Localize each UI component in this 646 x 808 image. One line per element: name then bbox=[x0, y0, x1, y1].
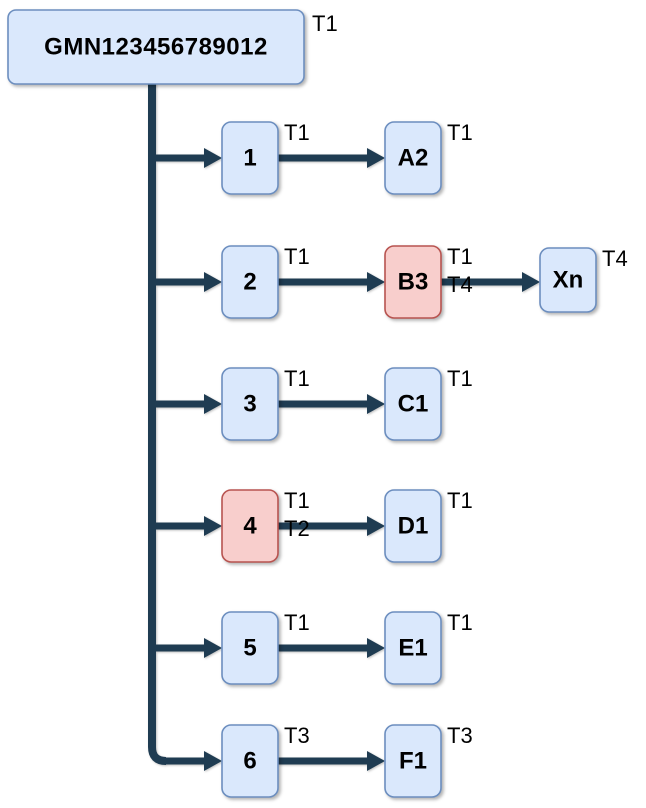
node-A2: A2 bbox=[384, 121, 442, 195]
link-head-4-D1 bbox=[367, 516, 385, 536]
tag-3-T1: T1 bbox=[284, 366, 310, 391]
branch-head-3 bbox=[204, 394, 222, 414]
tag-4-T2: T2 bbox=[284, 516, 310, 541]
node-E1-text: E1 bbox=[398, 635, 427, 662]
node-2-text: 2 bbox=[243, 269, 256, 296]
node-2-shape bbox=[221, 245, 279, 319]
link-head-2-B3 bbox=[367, 272, 385, 292]
tag-2-T1: T1 bbox=[284, 244, 310, 269]
node-1-shape bbox=[221, 121, 279, 195]
node-C1-text: C1 bbox=[398, 391, 429, 418]
tag-C1-T1: T1 bbox=[447, 366, 473, 391]
node-E1: E1 bbox=[384, 611, 442, 685]
node-4-shape bbox=[221, 489, 279, 563]
tag-6-T3: T3 bbox=[284, 723, 310, 748]
link-head-6-F1 bbox=[367, 751, 385, 771]
link-head-1-A2 bbox=[367, 148, 385, 168]
node-2: 2 bbox=[221, 245, 279, 319]
tag-F1-T3: T3 bbox=[447, 723, 473, 748]
node-F1-shape bbox=[384, 724, 442, 798]
node-root: GMN123456789012 bbox=[7, 9, 305, 85]
node-Xn-shape bbox=[539, 247, 597, 313]
node-Xn-text: Xn bbox=[553, 267, 584, 294]
node-3: 3 bbox=[221, 367, 279, 441]
node-5-text: 5 bbox=[243, 635, 256, 662]
tag-root-T1: T1 bbox=[312, 11, 338, 36]
link-head-5-E1 bbox=[367, 638, 385, 658]
node-F1-text: F1 bbox=[399, 748, 427, 775]
node-A2-shape bbox=[384, 121, 442, 195]
node-5: 5 bbox=[221, 611, 279, 685]
connectors bbox=[148, 82, 540, 771]
node-root-shape bbox=[7, 9, 305, 85]
tag-B3-T4: T4 bbox=[447, 272, 473, 297]
node-F1: F1 bbox=[384, 724, 442, 798]
node-3-shape bbox=[221, 367, 279, 441]
node-6: 6 bbox=[221, 724, 279, 798]
link-head-3-C1 bbox=[367, 394, 385, 414]
node-3-text: 3 bbox=[243, 391, 256, 418]
tag-B3-T1: T1 bbox=[447, 244, 473, 269]
tag-A2-T1: T1 bbox=[447, 120, 473, 145]
tag-D1-T1: T1 bbox=[447, 488, 473, 513]
tag-Xn-T4: T4 bbox=[602, 246, 628, 271]
node-D1-shape bbox=[384, 489, 442, 563]
node-1-text: 1 bbox=[243, 145, 256, 172]
node-D1: D1 bbox=[384, 489, 442, 563]
node-C1-shape bbox=[384, 367, 442, 441]
tag-E1-T1: T1 bbox=[447, 610, 473, 635]
node-B3-shape bbox=[384, 245, 442, 319]
node-D1-text: D1 bbox=[398, 513, 429, 540]
link-head-B3-Xn bbox=[522, 272, 540, 292]
node-B3: B3 bbox=[384, 245, 442, 319]
node-A2-text: A2 bbox=[398, 145, 429, 172]
node-1: 1 bbox=[221, 121, 279, 195]
node-6-text: 6 bbox=[243, 748, 256, 775]
node-5-shape bbox=[221, 611, 279, 685]
node-4: 4 bbox=[221, 489, 279, 563]
node-B3-text: B3 bbox=[398, 269, 429, 296]
tag-5-T1: T1 bbox=[284, 610, 310, 635]
node-E1-shape bbox=[384, 611, 442, 685]
branch-head-2 bbox=[204, 272, 222, 292]
node-C1: C1 bbox=[384, 367, 442, 441]
node-Xn: Xn bbox=[539, 247, 597, 313]
node-4-text: 4 bbox=[243, 513, 257, 540]
branch-head-6 bbox=[204, 751, 222, 771]
node-6-shape bbox=[221, 724, 279, 798]
tag-4-T1: T1 bbox=[284, 488, 310, 513]
trunk-line bbox=[148, 82, 167, 765]
branch-head-5 bbox=[204, 638, 222, 658]
branch-head-1 bbox=[204, 148, 222, 168]
branch-head-4 bbox=[204, 516, 222, 536]
node-root-text: GMN123456789012 bbox=[44, 34, 268, 61]
tag-1-T1: T1 bbox=[284, 120, 310, 145]
